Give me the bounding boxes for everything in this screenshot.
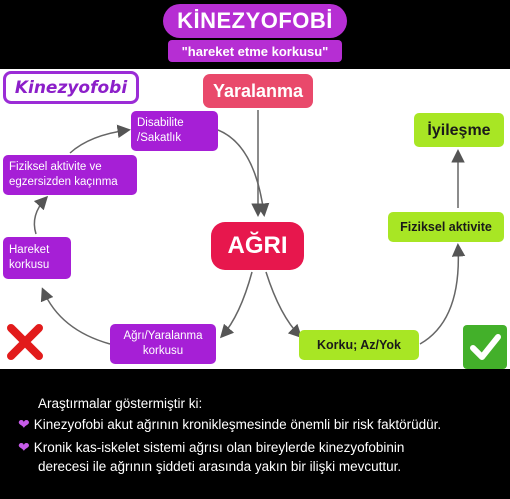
purple-heart-icon: ❤	[18, 416, 30, 432]
low-fear-box: Korku; Az/Yok	[299, 330, 419, 360]
arrow-low-fear-to-activity	[419, 243, 466, 345]
arrow-pain-to-low-fear	[265, 271, 303, 339]
fear-of-pain-box: Ağrı/Yaralanma korkusu	[110, 324, 216, 364]
kinezyofobi-tag: Kinezyofobi	[3, 71, 139, 104]
fear-of-pain-line-2: korkusu	[142, 345, 184, 357]
footer-bullet-1-text: Kinezyofobi akut ağrının kronikleşmesind…	[33, 417, 442, 432]
subtitle-pill: "hareket etme korkusu"	[168, 40, 342, 62]
fear-of-movement-line-1: Hareket	[9, 244, 50, 256]
arrow-disability-to-pain	[217, 129, 270, 217]
avoidance-line-1: Fiziksel aktivite ve	[9, 161, 102, 173]
purple-heart-icon: ❤	[18, 439, 30, 455]
fear-of-movement-box: Hareket korkusu	[3, 237, 71, 279]
footer-bullet-2-line-2: derecesi ile ağrının şiddeti arasında ya…	[38, 459, 402, 474]
green-check-icon	[463, 325, 507, 369]
pain-box: AĞRI	[211, 222, 304, 270]
footer-bullet-2-line-1: Kronik kas-iskelet sistemi ağrısı olan b…	[33, 440, 405, 455]
footer-bullet-1: ❤Kinezyofobi akut ağrının kronikleşmesin…	[18, 414, 441, 435]
disability-box: Disabilite /Sakatlık	[131, 111, 218, 151]
footer-intro: Araştırmalar göstermiştir ki:	[38, 396, 203, 411]
avoidance-line-2: egzersizden kaçınma	[9, 176, 118, 188]
injury-box: Yaralanma	[203, 74, 313, 108]
fear-of-pain-line-1: Ağrı/Yaralanma	[123, 330, 203, 342]
disability-line-1: Disabilite	[137, 117, 184, 129]
disability-line-2: /Sakatlık	[137, 132, 182, 144]
arrow-avoidance-to-disability	[69, 124, 131, 154]
arrow-fear-to-movement-fear	[40, 287, 111, 345]
arrow-movement-fear-to-avoidance	[33, 195, 49, 235]
fear-of-movement-line-2: korkusu	[9, 259, 50, 271]
footer-bullet-2-continuation: derecesi ile ağrının şiddeti arasında ya…	[38, 457, 401, 477]
physical-activity-box: Fiziksel aktivite	[388, 212, 504, 242]
red-cross-icon	[7, 324, 43, 360]
recovery-box: İyileşme	[414, 113, 504, 147]
avoidance-box: Fiziksel aktivite ve egzersizden kaçınma	[3, 155, 137, 195]
arrow-pain-to-fear	[219, 271, 253, 339]
footer-bullet-2: ❤Kronik kas-iskelet sistemi ağrısı olan …	[18, 437, 404, 458]
title-pill: KİNEZYOFOBİ	[163, 4, 347, 38]
